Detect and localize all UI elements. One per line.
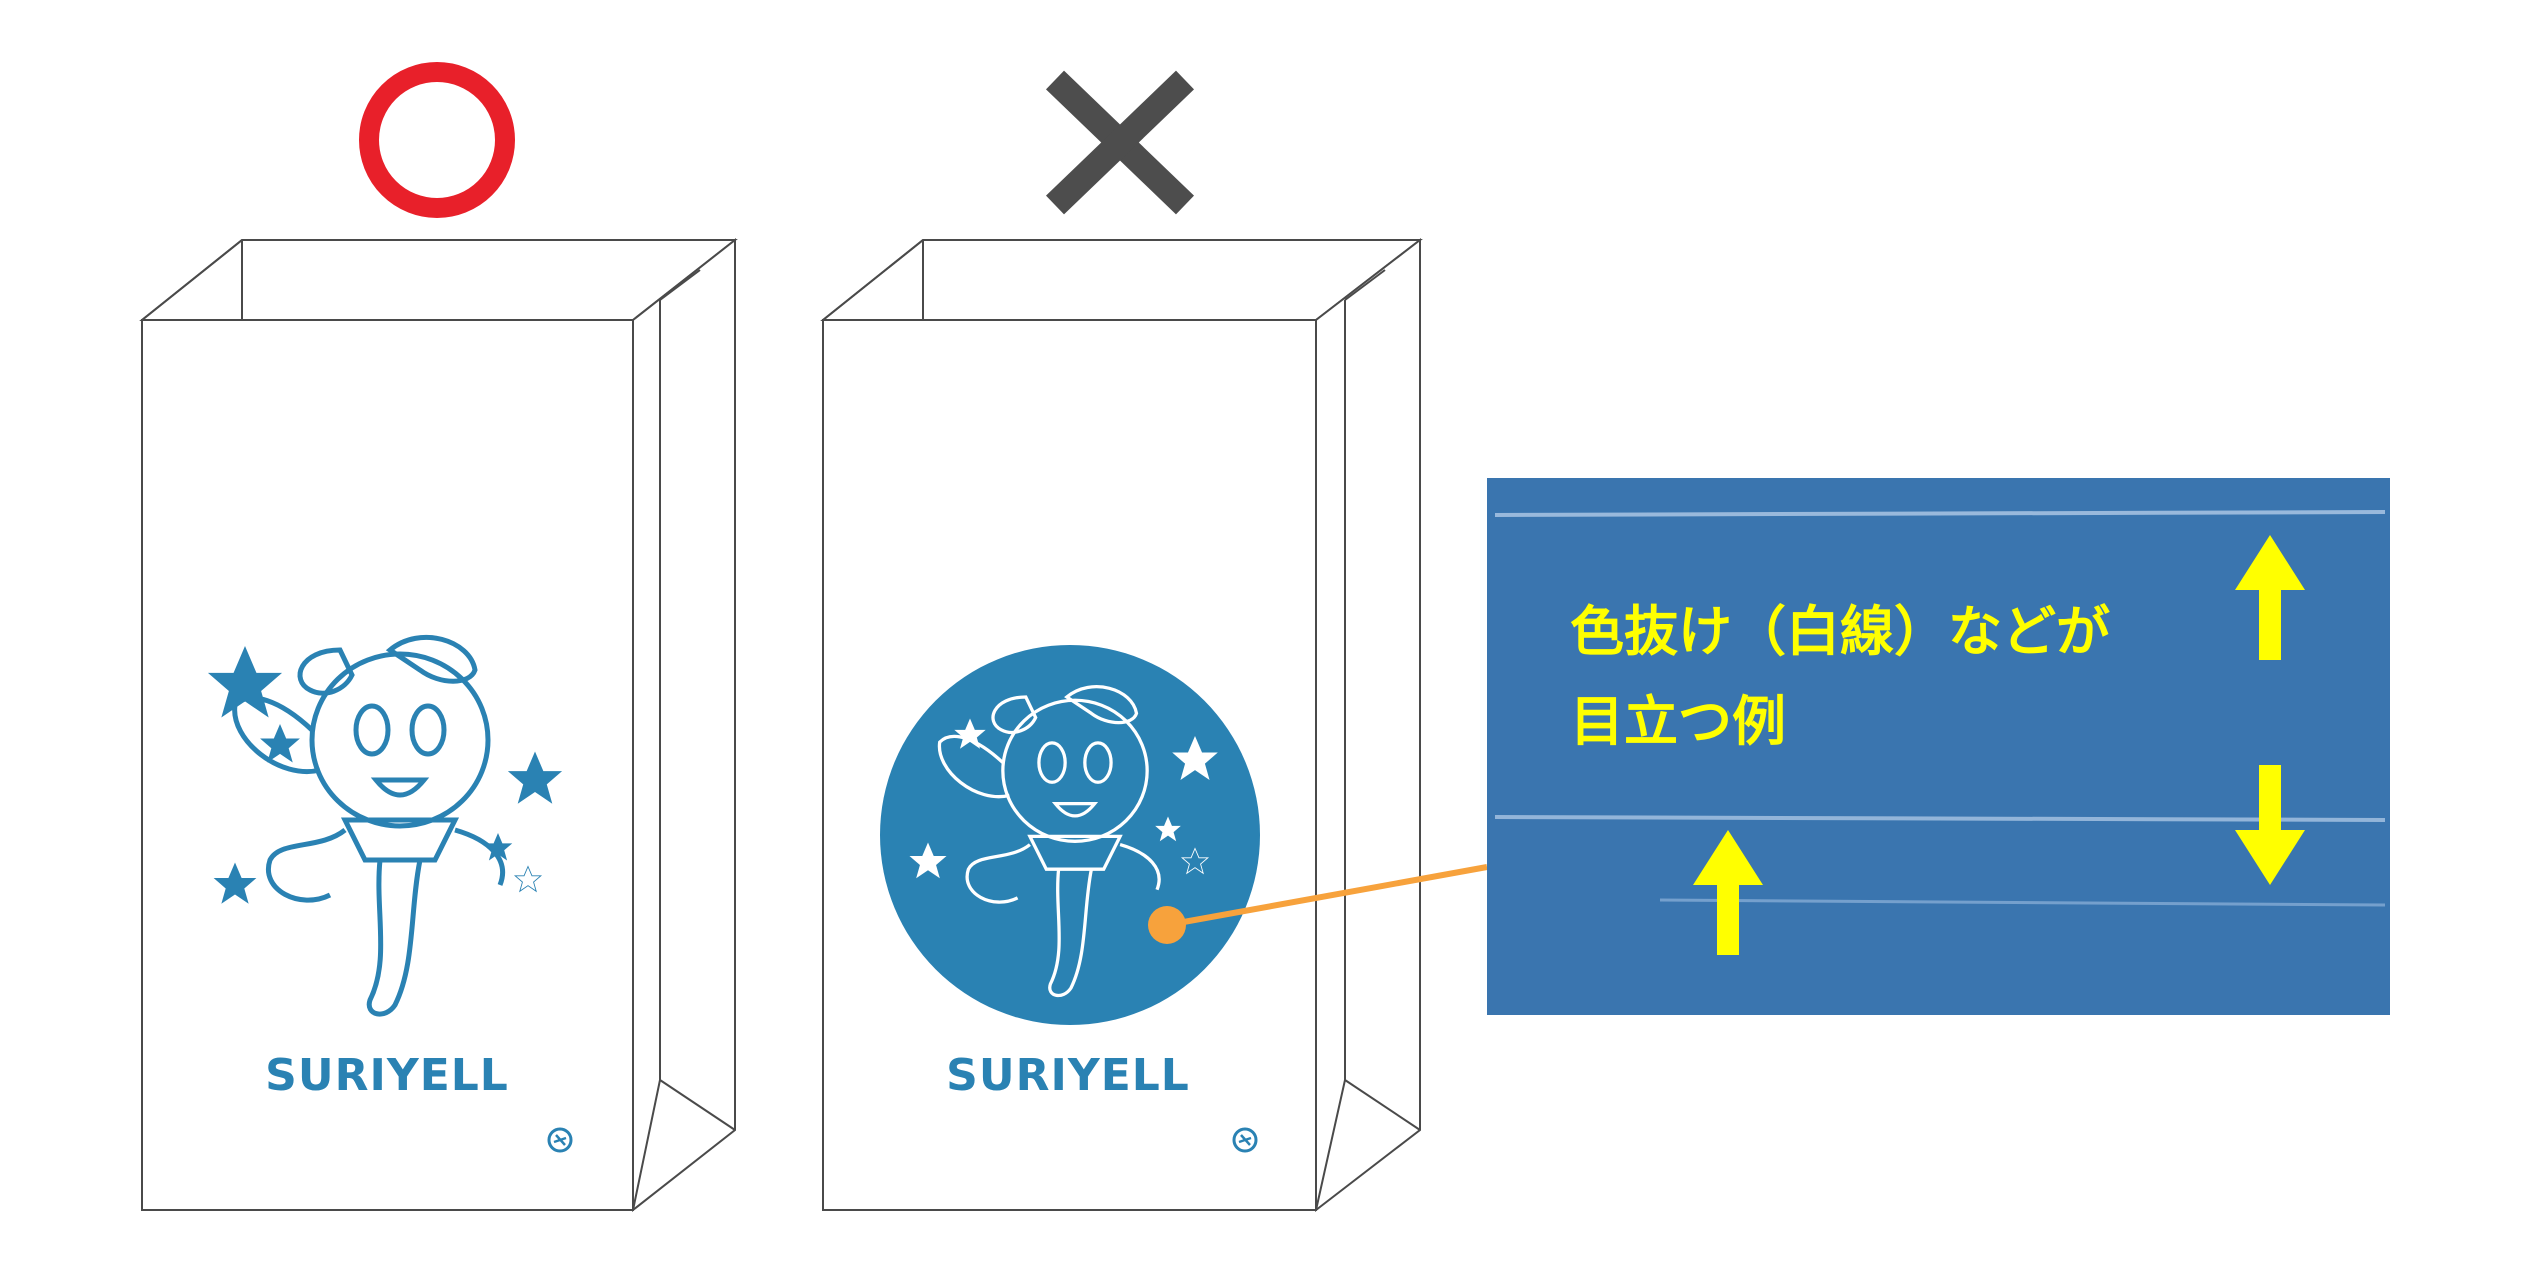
circle-mark-icon	[359, 62, 515, 218]
closeup-panel: 色抜け（白線）などが 目立つ例	[1487, 478, 2390, 1015]
bag-good-front	[141, 319, 634, 1211]
bag-bad-brand: SURIYELL	[946, 1050, 1190, 1101]
defect-streak	[1494, 510, 2386, 517]
bag-good: SURIYELL	[139, 237, 738, 1213]
defect-streak	[1659, 898, 2386, 907]
good-mark-label: ○	[437, 139, 438, 141]
recycle-icon	[1232, 1127, 1258, 1153]
bag-bad: SURIYELL	[820, 237, 1423, 1213]
recycle-icon	[547, 1127, 573, 1153]
bag-good-brand: SURIYELL	[265, 1050, 509, 1101]
callout-dot	[1148, 906, 1186, 944]
closeup-note-line2: 目立つ例	[1570, 690, 1786, 753]
good-mark: ○	[359, 62, 515, 218]
closeup-note-line1: 色抜け（白線）などが	[1570, 600, 2110, 663]
callout-leader	[1148, 864, 1488, 944]
arrow-up-icon	[1693, 830, 1763, 955]
defect-streak	[1494, 815, 2386, 822]
bad-mark: ✕	[1045, 70, 1195, 215]
arrow-down-icon	[2235, 765, 2305, 885]
cross-mark-icon	[1045, 70, 1195, 215]
arrow-up-icon	[2235, 535, 2305, 660]
